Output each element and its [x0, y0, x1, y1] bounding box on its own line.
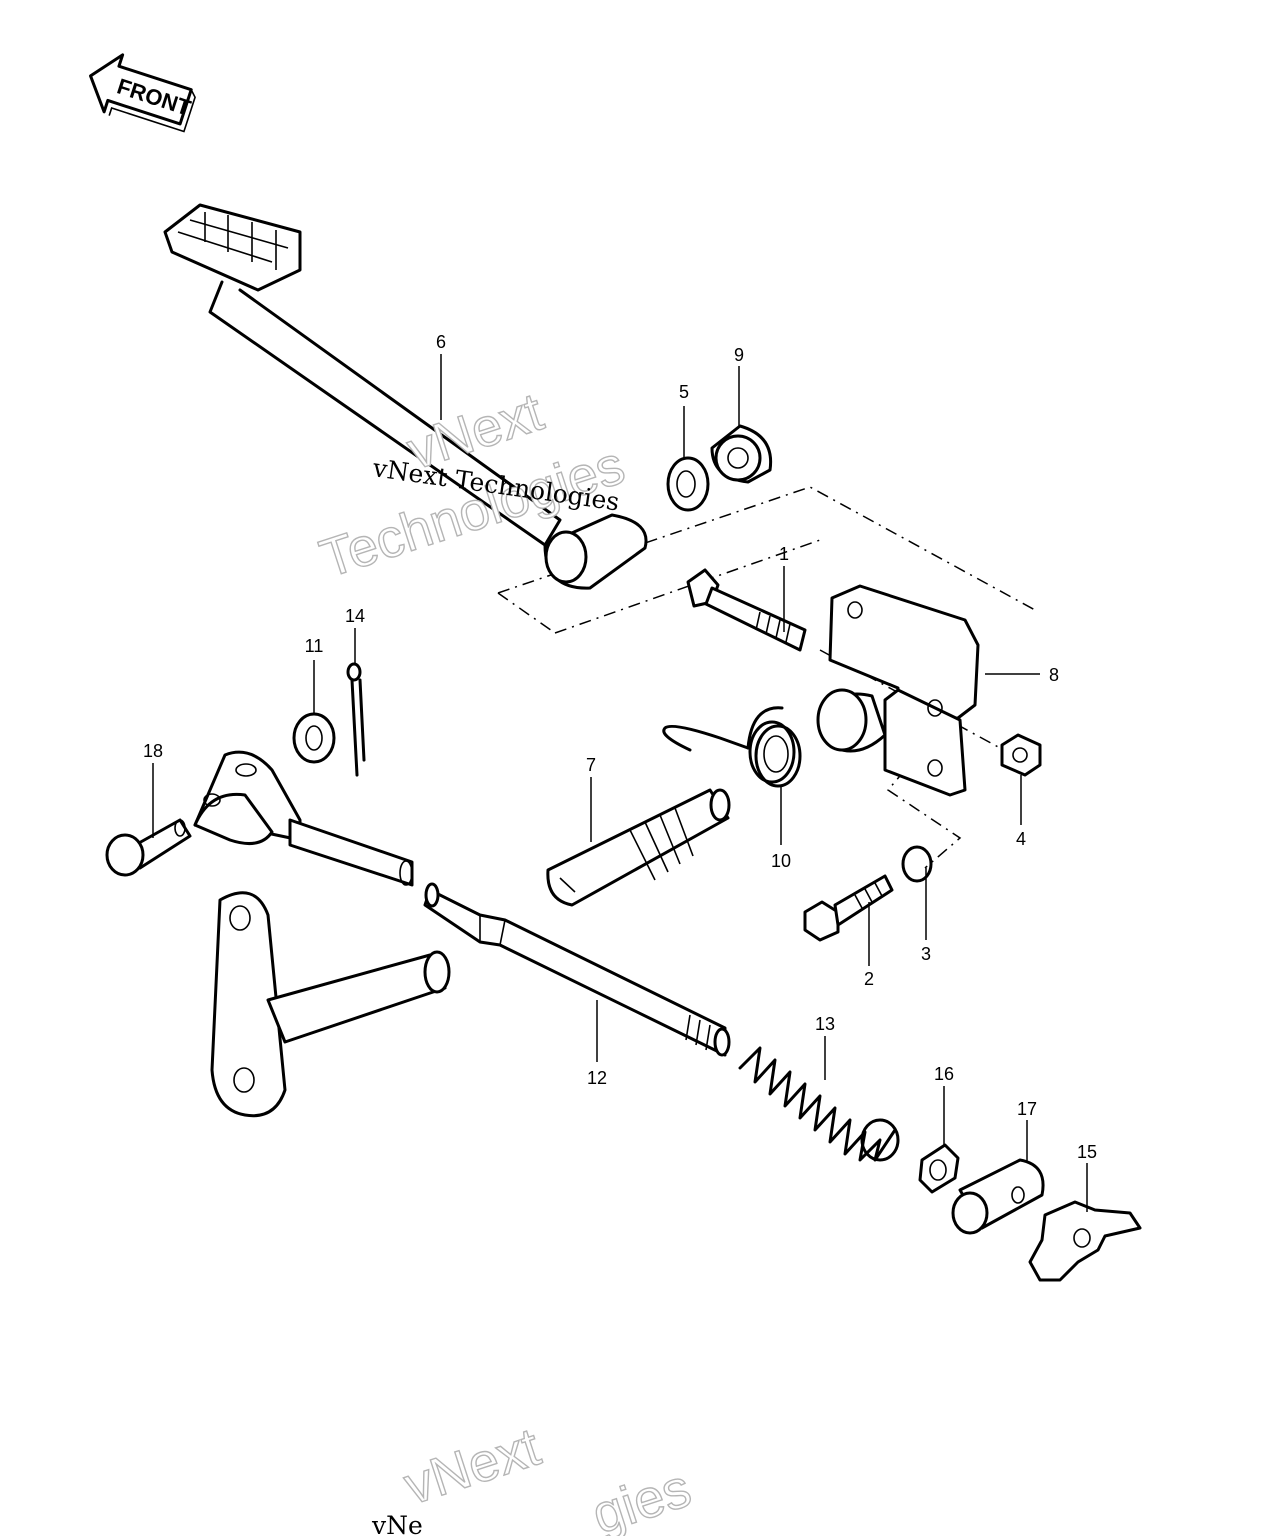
svg-text:8: 8: [1049, 665, 1059, 685]
svg-text:3: 3: [921, 944, 931, 964]
callout-11: 11: [305, 636, 324, 714]
callout-7: 7: [586, 755, 596, 842]
svg-text:14: 14: [345, 606, 365, 626]
brake-pedal: [163, 203, 648, 590]
svg-text:13: 13: [815, 1014, 835, 1034]
coil-spring-13: [738, 1046, 900, 1162]
callout-5: 5: [679, 382, 689, 458]
svg-text:6: 6: [436, 332, 446, 352]
svg-text:15: 15: [1077, 1142, 1097, 1162]
callout-3: 3: [921, 868, 931, 964]
callout-1: 1: [779, 544, 789, 632]
watermark-footer-serif: vNe: [371, 1511, 423, 1536]
front-arrow-icon: FRONT: [89, 53, 196, 133]
callout-12: 12: [587, 1000, 607, 1088]
svg-text:4: 4: [1016, 829, 1026, 849]
svg-text:12: 12: [587, 1068, 607, 1088]
bolt-2: [803, 874, 894, 942]
callout-labels: 1 2 3 4 5 6 7 8: [143, 332, 1097, 1212]
callout-6: 6: [436, 332, 446, 420]
clevis-pin-18: [105, 818, 192, 877]
brake-rod-12: [423, 882, 731, 1057]
cotter-pin-14: [346, 662, 366, 777]
svg-text:2: 2: [864, 969, 874, 989]
svg-text:5: 5: [679, 382, 689, 402]
washer-11: [292, 712, 336, 764]
watermark: vNext Technologies vNext Technologies vN…: [312, 381, 698, 1536]
clevis-yoke: [193, 750, 414, 887]
bolt-1: [686, 568, 807, 652]
callout-15: 15: [1077, 1142, 1097, 1212]
lock-washer-3: [901, 845, 933, 883]
svg-text:7: 7: [586, 755, 596, 775]
callout-13: 13: [815, 1014, 835, 1080]
svg-text:11: 11: [305, 636, 324, 656]
pedal-shaft-7: [546, 788, 731, 907]
washer-16: [918, 1143, 960, 1194]
watermark-footer-fragment: gies: [585, 1458, 698, 1536]
wing-nut-15: [1028, 1200, 1142, 1282]
torsion-spring-10: [662, 706, 802, 788]
svg-text:16: 16: [934, 1064, 954, 1084]
cap-nut-9: [710, 424, 773, 484]
callout-4: 4: [1016, 775, 1026, 849]
brake-lever-arm: [210, 891, 451, 1118]
callout-8: 8: [985, 665, 1059, 685]
washer-5: [666, 456, 710, 512]
bracket-8: [816, 584, 980, 797]
joint-pin-17: [951, 1158, 1045, 1235]
callout-17: 17: [1017, 1099, 1037, 1162]
svg-text:10: 10: [771, 851, 791, 871]
nut-4: [1000, 733, 1042, 777]
svg-text:9: 9: [734, 345, 744, 365]
callout-2: 2: [864, 902, 874, 989]
svg-text:18: 18: [143, 741, 163, 761]
front-label: FRONT: [114, 73, 194, 120]
svg-text:1: 1: [779, 544, 789, 564]
callout-18: 18: [143, 741, 163, 838]
callout-9: 9: [734, 345, 744, 428]
svg-text:17: 17: [1017, 1099, 1037, 1119]
callout-14: 14: [345, 606, 365, 664]
callout-16: 16: [934, 1064, 954, 1145]
watermark-footer-outline: vNext: [397, 1417, 547, 1517]
callout-10: 10: [771, 785, 791, 871]
